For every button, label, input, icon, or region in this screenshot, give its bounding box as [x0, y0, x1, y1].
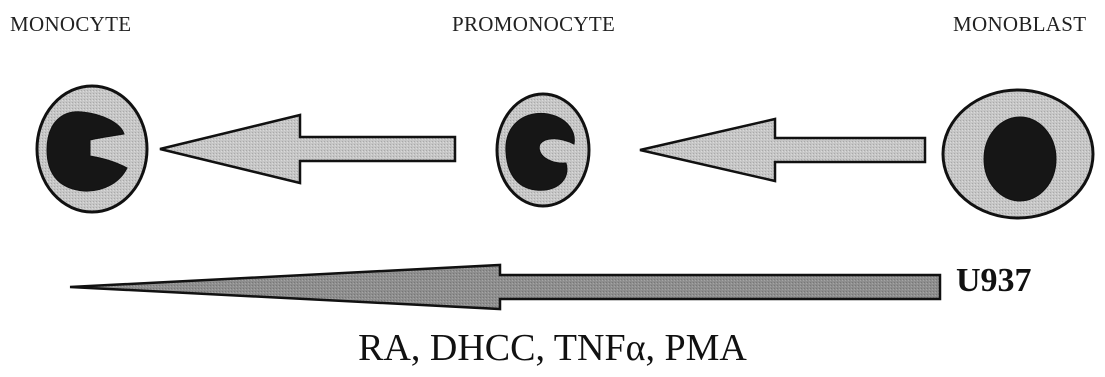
step-arrow-to-promonocyte — [640, 119, 925, 181]
cell-line-label: U937 — [956, 262, 1032, 300]
monoblast-nucleus — [984, 117, 1056, 201]
step-arrow-to-monocyte — [160, 115, 455, 183]
promonocyte-cell — [497, 94, 589, 206]
main-differentiation-arrow — [70, 265, 940, 309]
inducers-label: RA, DHCC, TNFα, PMA — [0, 326, 1105, 370]
monoblast-cell — [943, 90, 1093, 218]
monocyte-cell — [37, 86, 147, 212]
